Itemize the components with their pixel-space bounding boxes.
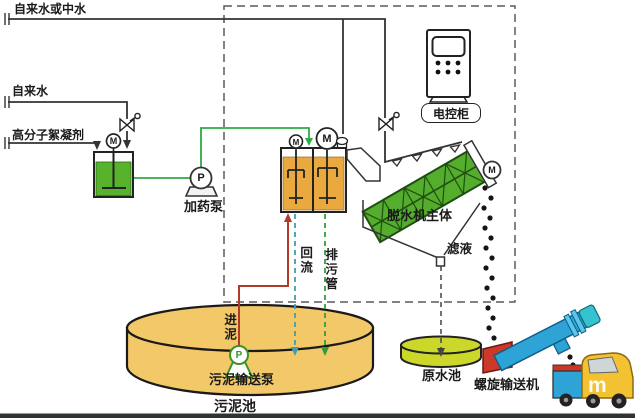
label-flocculant: 高分子絮凝剂: [12, 128, 85, 142]
tap-water-line: [8, 101, 128, 119]
label-screw-conveyor: 螺旋输送机: [474, 377, 540, 392]
tap-water-valve-icon: [119, 112, 141, 133]
sludge-pump-letter: P: [235, 350, 243, 361]
tap-water-arrow: [123, 140, 131, 149]
flocculant-tank-shape: [93, 133, 134, 198]
dewatering-machine-shape: [361, 139, 498, 244]
label-tap-water: 自来水: [12, 84, 49, 98]
source-tick-3: [4, 137, 10, 149]
cake-dots: [481, 185, 576, 368]
dosing-line: [133, 127, 310, 179]
sludge-feed-line: [238, 221, 289, 348]
label-dosing-pump: 加药泵: [184, 199, 224, 214]
dosing-arrow: [305, 138, 313, 146]
screw-lattice: [362, 151, 485, 243]
label-raw-water-pool: 原水池: [422, 368, 462, 383]
flocculant-mixer-motor-icon: [105, 133, 122, 149]
dosing-pump-letter: P: [197, 172, 205, 184]
drain-arrow: [321, 347, 329, 356]
mixing-motor-small-letter: M: [292, 137, 300, 147]
screw-conveyor-shape: [482, 304, 601, 374]
dewatering-motor-letter: M: [488, 165, 496, 175]
label-sludge-pool: 污泥池: [214, 398, 256, 414]
cabinet-buttons: [435, 60, 461, 75]
spray-pipe-line: [384, 131, 463, 164]
conveyor-motor: [578, 304, 601, 328]
dump-truck-icon: [552, 352, 634, 409]
label-drain-pipe: 排污管: [323, 248, 338, 292]
mixing-tank-agitators: [287, 150, 338, 204]
flocculant-arrow: [93, 141, 101, 150]
spray-valve-icon: [378, 111, 400, 132]
dewatering-motor-icon: [482, 160, 502, 180]
mixing-tank-shape: [280, 127, 349, 213]
bottom-bar: [0, 413, 635, 418]
flocculant-motor-letter: M: [109, 136, 118, 146]
label-reflux: 回流: [298, 246, 313, 275]
label-control-cabinet: 电控柜: [421, 103, 481, 123]
reflux-arrow: [291, 347, 299, 356]
filtrate-arrow: [437, 348, 445, 357]
control-cabinet-icon: [426, 29, 471, 103]
tank-inlet-port: [335, 136, 349, 149]
sludge-pump-icon: [224, 345, 254, 378]
label-sludge-inlet: 进泥: [222, 313, 237, 342]
label-filtrate: 滤液: [447, 242, 473, 256]
label-top-source: 自来水或中水: [14, 2, 87, 16]
dosing-pump-icon: [184, 166, 219, 197]
label-sludge-pump: 污泥输送泵: [209, 372, 275, 387]
sludge-feed-arrow: [284, 213, 292, 222]
sludge-pool-shape: [125, 303, 375, 397]
watermark-text: m: [588, 374, 607, 397]
control-cabinet-label-text: 电控柜: [432, 106, 469, 121]
source-tick-1: [4, 13, 10, 25]
truck-window: [587, 356, 619, 374]
mixing-motor-large-letter: M: [322, 132, 332, 145]
label-dewatering-machine: 脱水机主体: [387, 208, 453, 223]
equipment-boundary-dashed-box: [223, 5, 516, 303]
top-source-line: [8, 18, 386, 118]
water-supply-lines: [4, 13, 463, 164]
spray-nozzles: [391, 144, 461, 168]
cabinet-screen: [431, 36, 466, 57]
source-tick-2: [4, 96, 10, 108]
mixing-motor-small-icon: [288, 134, 304, 149]
discharge-chute: [346, 147, 381, 182]
